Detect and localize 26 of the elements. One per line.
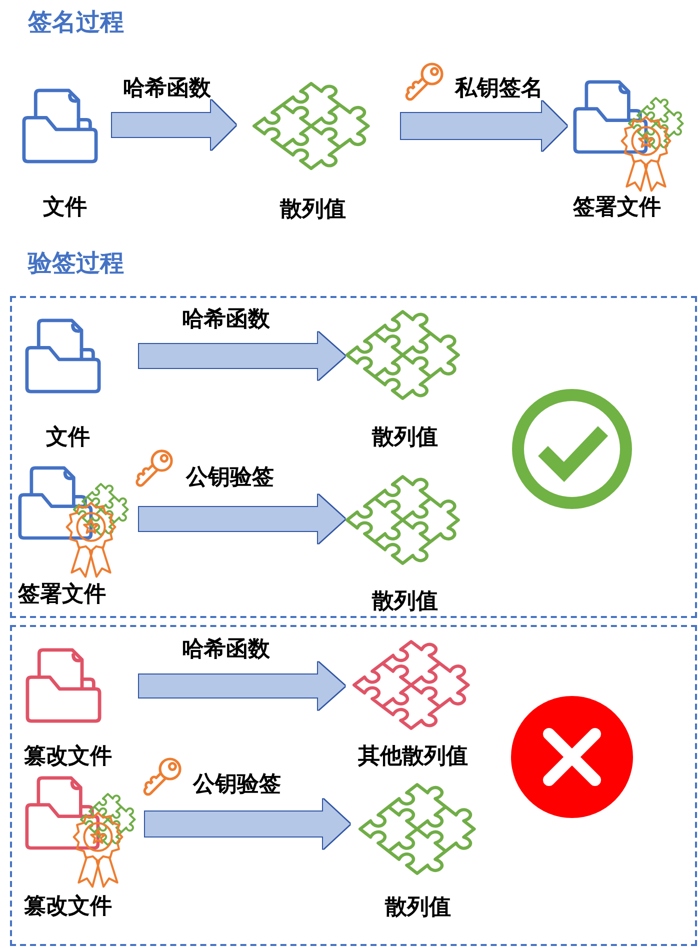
node-label: 散列值: [385, 895, 451, 921]
edge-label: 哈希函数: [182, 637, 270, 663]
block-arrow: [401, 101, 567, 151]
node-label: 签署文件: [573, 195, 661, 221]
node-label: 其他散列值: [358, 744, 468, 770]
node-label: 篡改文件: [24, 744, 112, 770]
block-arrow: [139, 494, 345, 544]
edge-label: 公钥验签: [186, 465, 274, 491]
block-arrow: [112, 100, 236, 150]
block-arrow: [139, 662, 345, 710]
dashed-frame: [10, 296, 697, 618]
block-arrow: [145, 799, 350, 849]
section-heading: 签名过程: [28, 7, 124, 37]
node-label: 签署文件: [18, 582, 106, 608]
block-arrow: [139, 332, 345, 380]
node-label: 文件: [46, 425, 90, 451]
node-label: 文件: [43, 195, 87, 221]
node-label: 散列值: [280, 197, 346, 223]
node-label: 散列值: [372, 425, 438, 451]
section-heading: 验签过程: [28, 248, 124, 278]
edge-label: 哈希函数: [182, 307, 270, 333]
edge-label: 哈希函数: [123, 76, 211, 102]
node-label: 篡改文件: [24, 894, 112, 920]
edge-label: 公钥验签: [193, 772, 281, 798]
node-label: 散列值: [372, 589, 438, 615]
edge-label: 私钥签名: [455, 76, 543, 102]
